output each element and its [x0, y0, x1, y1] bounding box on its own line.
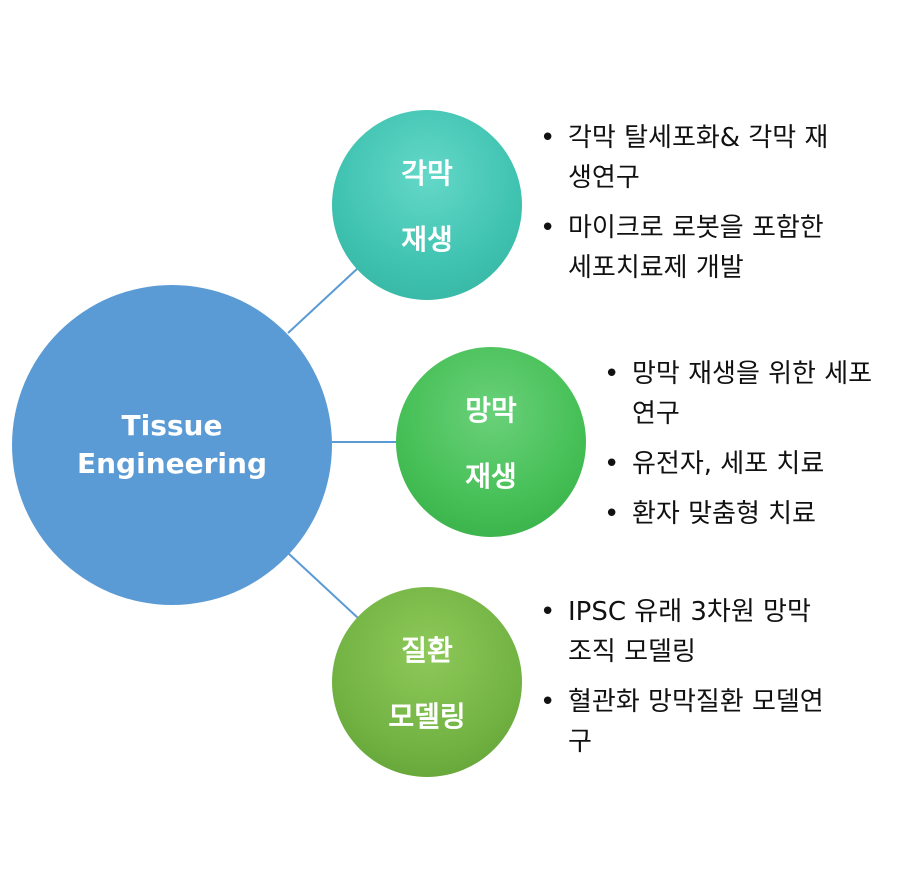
node-label-line1: 질환: [401, 634, 453, 667]
hub-circle: Tissue Engineering: [12, 285, 332, 605]
node-label-line2: 재생: [465, 460, 517, 493]
node-disease-modeling: 질환 모델링: [332, 587, 522, 777]
bullet-item: 망막 재생을 위한 세포 연구: [602, 354, 892, 434]
bullet-item: 마이크로 로봇을 포함한 세포치료제 개발: [538, 208, 838, 288]
node-cornea-regeneration: 각막 재생: [332, 110, 522, 300]
bullet-item: 유전자, 세포 치료: [602, 444, 892, 484]
hub-label-line2: Engineering: [77, 447, 267, 480]
hub-label-line1: Tissue: [121, 409, 223, 442]
node-label-line2: 재생: [401, 223, 453, 256]
node-label-line1: 망막: [465, 394, 517, 427]
bullet-list-retina: 망막 재생을 위한 세포 연구 유전자, 세포 치료 환자 맞춤형 치료: [602, 354, 892, 544]
bullet-item: 각막 탈세포화& 각막 재생연구: [538, 118, 838, 198]
node-label-line2: 모델링: [388, 700, 466, 733]
bullet-item: IPSC 유래 3차원 망막 조직 모델링: [538, 592, 838, 672]
connector-cornea: [287, 267, 359, 334]
bullet-list-cornea: 각막 탈세포화& 각막 재생연구 마이크로 로봇을 포함한 세포치료제 개발: [538, 118, 838, 298]
bullet-item: 환자 맞춤형 치료: [602, 494, 892, 534]
connector-disease: [287, 552, 359, 619]
bullet-list-disease: IPSC 유래 3차원 망막 조직 모델링 혈관화 망막질환 모델연구: [538, 592, 838, 772]
bullet-item: 혈관화 망막질환 모델연구: [538, 682, 838, 762]
node-label-line1: 각막: [401, 157, 453, 190]
node-retina-regeneration: 망막 재생: [396, 347, 586, 537]
